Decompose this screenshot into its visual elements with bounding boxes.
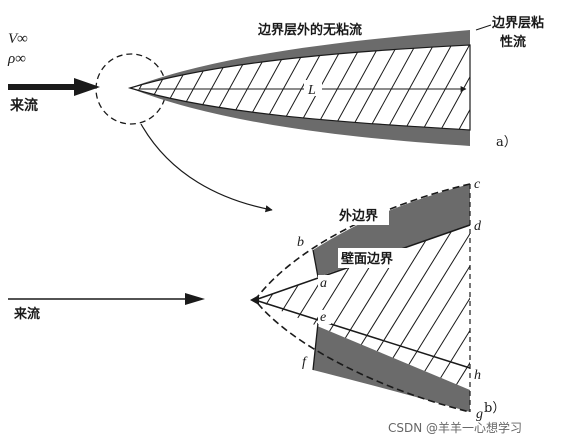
watermark-text: CSDN @羊羊一心想学习 bbox=[388, 420, 522, 435]
panel-b-label: b） bbox=[484, 401, 505, 416]
incoming-flow-arrow-b bbox=[8, 293, 205, 305]
hatch-line bbox=[409, 225, 470, 390]
point-c-label: c bbox=[474, 177, 481, 192]
rho-infinity-label: ρ∞ bbox=[7, 51, 26, 67]
point-b-label: b bbox=[297, 235, 304, 250]
panel-b: 来流 外边界 壁面边界 a b c d e f g h bbox=[8, 177, 505, 422]
hatch-line bbox=[419, 45, 470, 130]
hatch-line bbox=[311, 45, 365, 130]
hatch-line bbox=[449, 225, 470, 390]
point-a-label: a bbox=[320, 276, 327, 291]
point-e-label: e bbox=[320, 310, 326, 325]
length-label: L bbox=[307, 83, 316, 98]
point-d-label: d bbox=[474, 219, 482, 234]
panel-a-label: a） bbox=[496, 135, 517, 150]
bl-viscous-leader bbox=[475, 24, 492, 31]
incoming-flow-arrow-a bbox=[8, 78, 100, 96]
wall-boundary-label: 壁面边界 bbox=[341, 251, 393, 267]
hatch-line bbox=[255, 225, 259, 390]
bl-viscous-flow-label-1: 边界层粘 bbox=[491, 15, 544, 31]
wall-boundary-lower bbox=[254, 299, 471, 369]
body-a bbox=[127, 44, 471, 131]
body-wedge-b bbox=[255, 225, 470, 390]
bl-viscous-flow-label-2: 性流 bbox=[500, 34, 526, 50]
point-h-label: h bbox=[474, 368, 481, 383]
lower-domain-shaded bbox=[313, 323, 470, 412]
v-infinity-label: V∞ bbox=[8, 31, 28, 47]
hatch-line bbox=[455, 45, 470, 130]
hatch-line bbox=[329, 45, 383, 130]
hatch-line bbox=[347, 45, 401, 130]
outer-boundary-label: 外边界 bbox=[338, 208, 378, 224]
panel-a: V∞ ρ∞ 来流 L 边界层外的无粘流 边界层粘 性流 a） bbox=[7, 15, 544, 150]
hatch-line bbox=[469, 225, 470, 390]
leading-edge-tip bbox=[250, 295, 259, 305]
hatch-line bbox=[365, 45, 419, 130]
point-f-label: f bbox=[302, 355, 308, 370]
hatch-line bbox=[401, 45, 455, 130]
edge-b-a bbox=[312, 249, 319, 278]
zoom-connector-arrow bbox=[140, 123, 273, 213]
incoming-flow-label-b: 来流 bbox=[13, 306, 40, 322]
point-g-label: g bbox=[476, 407, 483, 422]
hatch-line bbox=[429, 225, 470, 390]
hatch-line bbox=[474, 40, 526, 135]
edge-e-f bbox=[312, 322, 319, 371]
incoming-flow-label-a: 来流 bbox=[9, 97, 38, 114]
hatch-line bbox=[383, 45, 437, 130]
outer-inviscid-flow-label: 边界层外的无粘流 bbox=[257, 22, 362, 38]
